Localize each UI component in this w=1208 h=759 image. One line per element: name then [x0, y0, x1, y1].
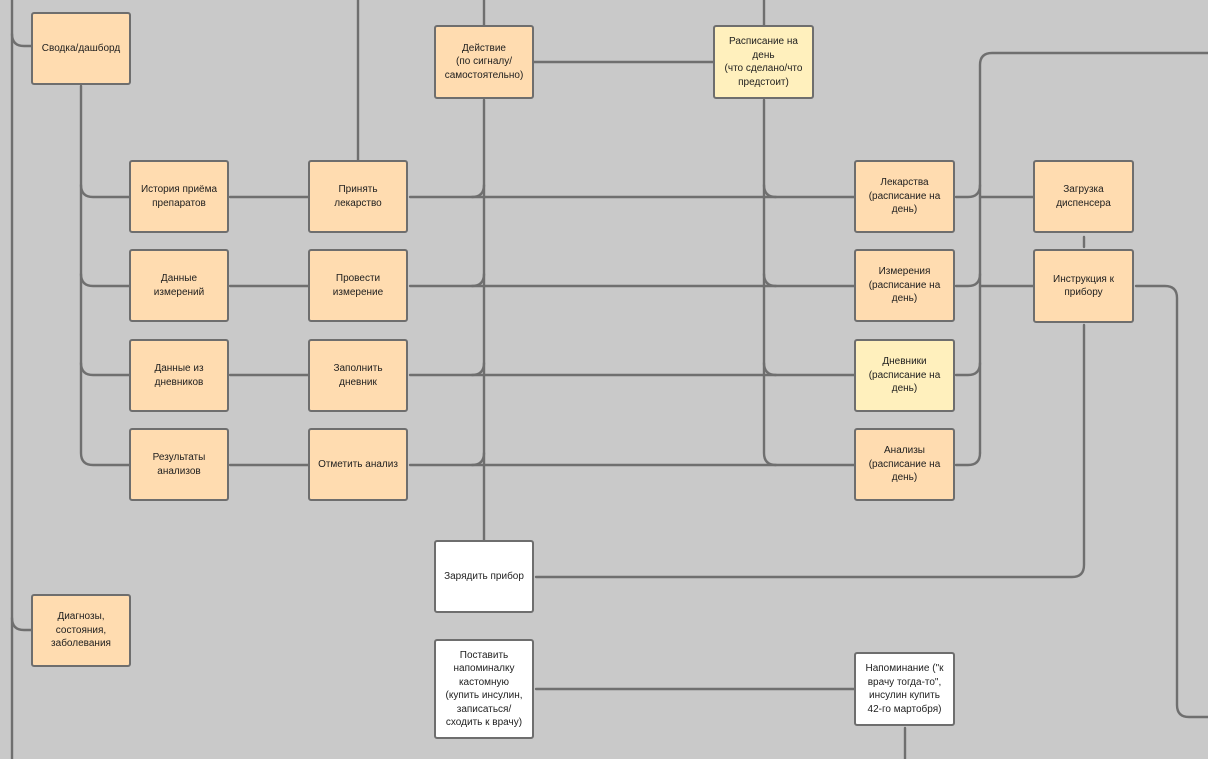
connector	[470, 272, 486, 288]
connector	[79, 84, 131, 467]
node-prinyat[interactable]: Принять лекарство	[308, 160, 408, 233]
connector	[954, 272, 982, 288]
connector	[762, 183, 778, 199]
node-dannye-izmereniy[interactable]: Данные измерений	[129, 249, 229, 322]
node-zaryadit[interactable]: Зарядить прибор	[434, 540, 534, 613]
connector	[954, 183, 982, 199]
connector	[79, 272, 131, 288]
node-instrukciya[interactable]: Инструкция к прибору	[1033, 249, 1134, 323]
node-raspisanie[interactable]: Расписание на день (что сделано/что пред…	[713, 25, 814, 99]
connector	[954, 361, 982, 377]
node-analizy[interactable]: Анализы (расписание на день)	[854, 428, 955, 501]
node-svodka[interactable]: Сводка/дашборд	[31, 12, 131, 85]
node-diagnozy[interactable]: Диагнозы, состояния, заболевания	[31, 594, 131, 667]
node-zapolnit[interactable]: Заполнить дневник	[308, 339, 408, 412]
node-dnevniki[interactable]: Дневники (расписание на день)	[854, 339, 955, 412]
connector	[79, 361, 131, 377]
connector	[470, 361, 486, 377]
node-otmetit[interactable]: Отметить анализ	[308, 428, 408, 501]
node-istoriya[interactable]: История приёма препаратов	[129, 160, 229, 233]
connector	[1134, 284, 1208, 719]
node-lekarstva[interactable]: Лекарства (расписание на день)	[854, 160, 955, 233]
connector	[470, 451, 486, 467]
node-zagruzka[interactable]: Загрузка диспенсера	[1033, 160, 1134, 233]
connector	[79, 183, 131, 199]
node-izmereniya[interactable]: Измерения (расписание на день)	[854, 249, 955, 322]
connector	[978, 51, 1208, 455]
connector	[954, 451, 982, 467]
connector	[534, 323, 1086, 579]
node-deystvie[interactable]: Действие (по сигналу/ самостоятельно)	[434, 25, 534, 99]
node-provesti[interactable]: Провести измерение	[308, 249, 408, 322]
connector	[470, 183, 486, 199]
node-postavit[interactable]: Поставить напоминалку кастомную (купить …	[434, 639, 534, 739]
connector	[762, 272, 778, 288]
node-dannye-dnevnikov[interactable]: Данные из дневников	[129, 339, 229, 412]
connector	[762, 361, 778, 377]
connector	[10, 32, 34, 48]
node-napominanie[interactable]: Напоминание ("к врачу тогда-то", инсулин…	[854, 652, 955, 726]
node-rezultaty[interactable]: Результаты анализов	[129, 428, 229, 501]
connector	[10, 616, 34, 632]
